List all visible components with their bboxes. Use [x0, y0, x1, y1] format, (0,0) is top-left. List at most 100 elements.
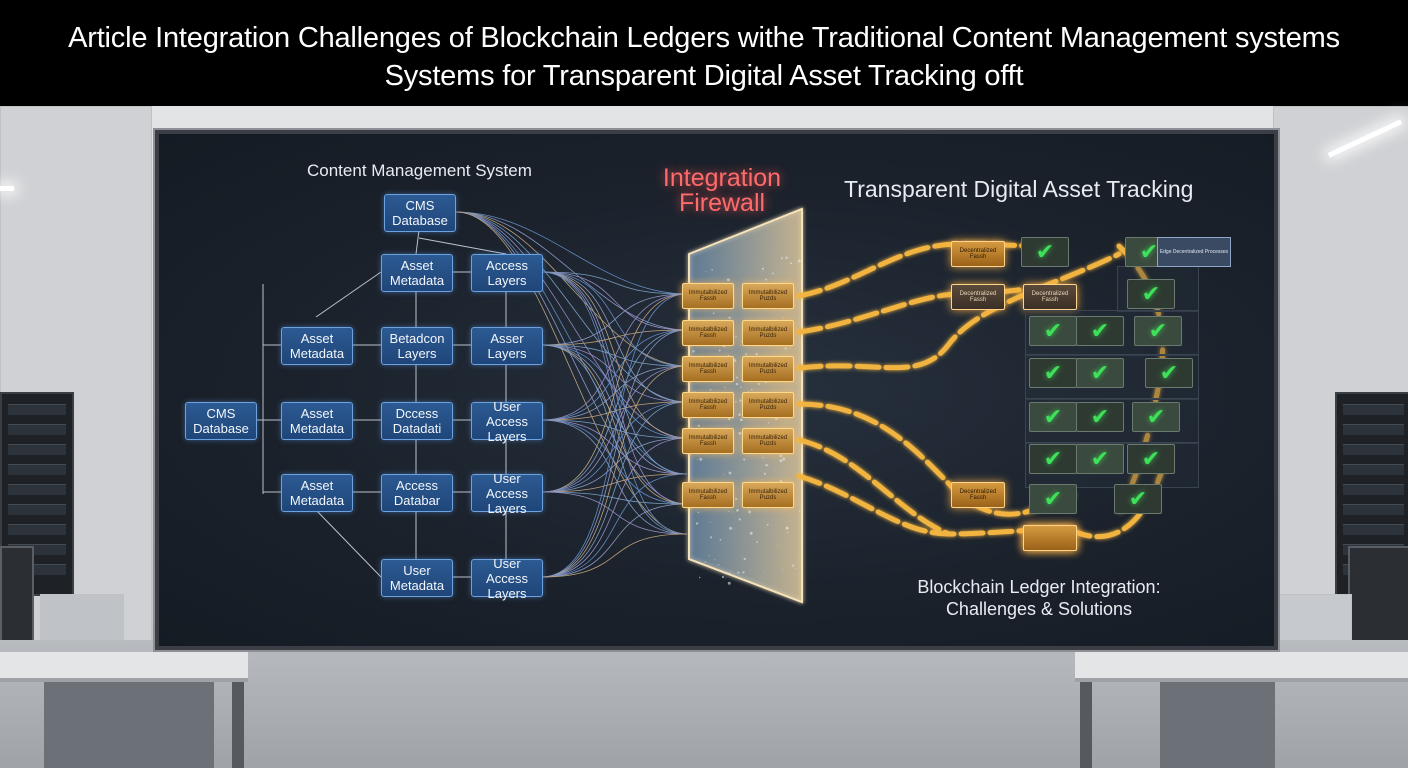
particle — [767, 524, 769, 526]
node-user-access-2: User AccessLayers — [471, 474, 543, 512]
check-icon: ✔ — [1029, 316, 1077, 346]
node-label: CMS — [392, 198, 448, 213]
particle — [768, 422, 769, 423]
title-line-1: Article Integration Challenges of Blockc… — [0, 0, 1408, 57]
particle — [795, 568, 796, 569]
node-label: Metadata — [290, 346, 344, 361]
flow-line — [541, 272, 687, 402]
ceiling-light-left — [0, 186, 14, 191]
title-banner: Article Integration Challenges of Blockc… — [0, 0, 1408, 106]
tracking-section-label: Transparent Digital Asset Tracking — [844, 176, 1193, 203]
particle — [726, 572, 727, 573]
particle — [728, 582, 731, 585]
particle — [737, 572, 739, 574]
check-icon: ✔ — [1029, 484, 1077, 514]
particle — [722, 576, 724, 578]
node-label: CMS — [193, 406, 249, 421]
particle — [736, 383, 738, 385]
particle — [736, 377, 738, 379]
decentralized-block: Decentralized Fassh — [1023, 284, 1077, 310]
particle — [734, 394, 735, 395]
particle — [780, 454, 783, 457]
particle — [780, 459, 783, 462]
node-cms-db-left: CMSDatabase — [185, 402, 257, 440]
particle — [786, 422, 787, 423]
particle — [740, 345, 741, 346]
decentralized-block: Decentralized Fassh — [951, 482, 1005, 508]
node-label: Layers — [472, 586, 542, 601]
particle — [751, 389, 753, 391]
node-access-databar: AccessDatabar — [381, 474, 453, 512]
particle — [698, 425, 700, 427]
particle — [735, 336, 737, 338]
particle — [754, 520, 755, 521]
node-label: Asset — [290, 406, 344, 421]
particle — [735, 401, 737, 403]
node-label: Databar — [394, 493, 440, 508]
hash-block: Immutalbilized Puzds — [742, 482, 794, 508]
check-icon: ✔ — [1076, 444, 1124, 474]
particle — [699, 457, 700, 458]
particle — [698, 512, 699, 513]
wall-display-screen: Content Management System Integration Fi… — [155, 130, 1278, 650]
check-icon: ✔ — [1145, 358, 1193, 388]
check-icon: ✔ — [1114, 484, 1162, 514]
check-icon: ✔ — [1029, 402, 1077, 432]
particle — [723, 473, 724, 474]
hash-block: Immutalbilized Puzds — [742, 392, 794, 418]
hash-block: Immutalbilized Fassh — [682, 482, 734, 508]
hash-block: Immutalbilized Fassh — [682, 428, 734, 454]
node-asset-meta-2: AssetMetadata — [281, 327, 353, 365]
particle — [738, 432, 741, 435]
node-label: User — [390, 563, 444, 578]
particle — [719, 350, 721, 352]
node-label: Asset — [290, 331, 344, 346]
particle — [697, 459, 698, 460]
node-label: Metadata — [290, 493, 344, 508]
check-icon: ✔ — [1076, 402, 1124, 432]
hash-block: Immutalbilized Puzds — [742, 356, 794, 382]
check-icon: ✔ — [1127, 279, 1175, 309]
particle — [718, 564, 719, 565]
connector-line — [316, 510, 381, 577]
flow-line — [541, 272, 687, 534]
particle — [732, 512, 733, 513]
connector-line — [419, 238, 506, 254]
hash-block: Immutalbilized Puzds — [742, 428, 794, 454]
particle — [764, 473, 766, 475]
desk-left — [0, 652, 248, 682]
particle — [742, 571, 744, 573]
drawer-unit-right — [1160, 682, 1275, 768]
cms-section-label: Content Management System — [307, 161, 532, 181]
particle — [740, 418, 743, 421]
node-betadcon-layers: BetadconLayers — [381, 327, 453, 365]
particle — [709, 555, 710, 556]
particle — [798, 260, 801, 263]
node-label: Asser — [487, 331, 526, 346]
particle — [743, 459, 745, 461]
chain-link — [799, 440, 949, 534]
node-dccess-datadati: DccessDatadati — [381, 402, 453, 440]
particle — [792, 565, 794, 567]
node-label: Database — [193, 421, 249, 436]
check-icon: ✔ — [1076, 316, 1124, 346]
particle — [745, 353, 747, 355]
decentralized-block: Decentralized Fassh — [951, 284, 1005, 310]
particle — [782, 569, 783, 570]
particle — [740, 386, 742, 388]
check-icon: ✔ — [1132, 402, 1180, 432]
particle — [744, 558, 746, 560]
particle — [705, 271, 706, 272]
hash-block: Immutalbilized Fassh — [682, 283, 734, 309]
particle — [764, 572, 765, 573]
particle — [784, 347, 786, 349]
particle — [781, 257, 783, 259]
particle — [735, 498, 737, 500]
particle — [729, 572, 730, 573]
particle — [710, 536, 712, 538]
particle — [732, 528, 733, 529]
desk-leg-left — [232, 682, 244, 768]
node-label: Access — [486, 258, 528, 273]
flow-line — [456, 212, 687, 402]
particle — [790, 262, 792, 264]
